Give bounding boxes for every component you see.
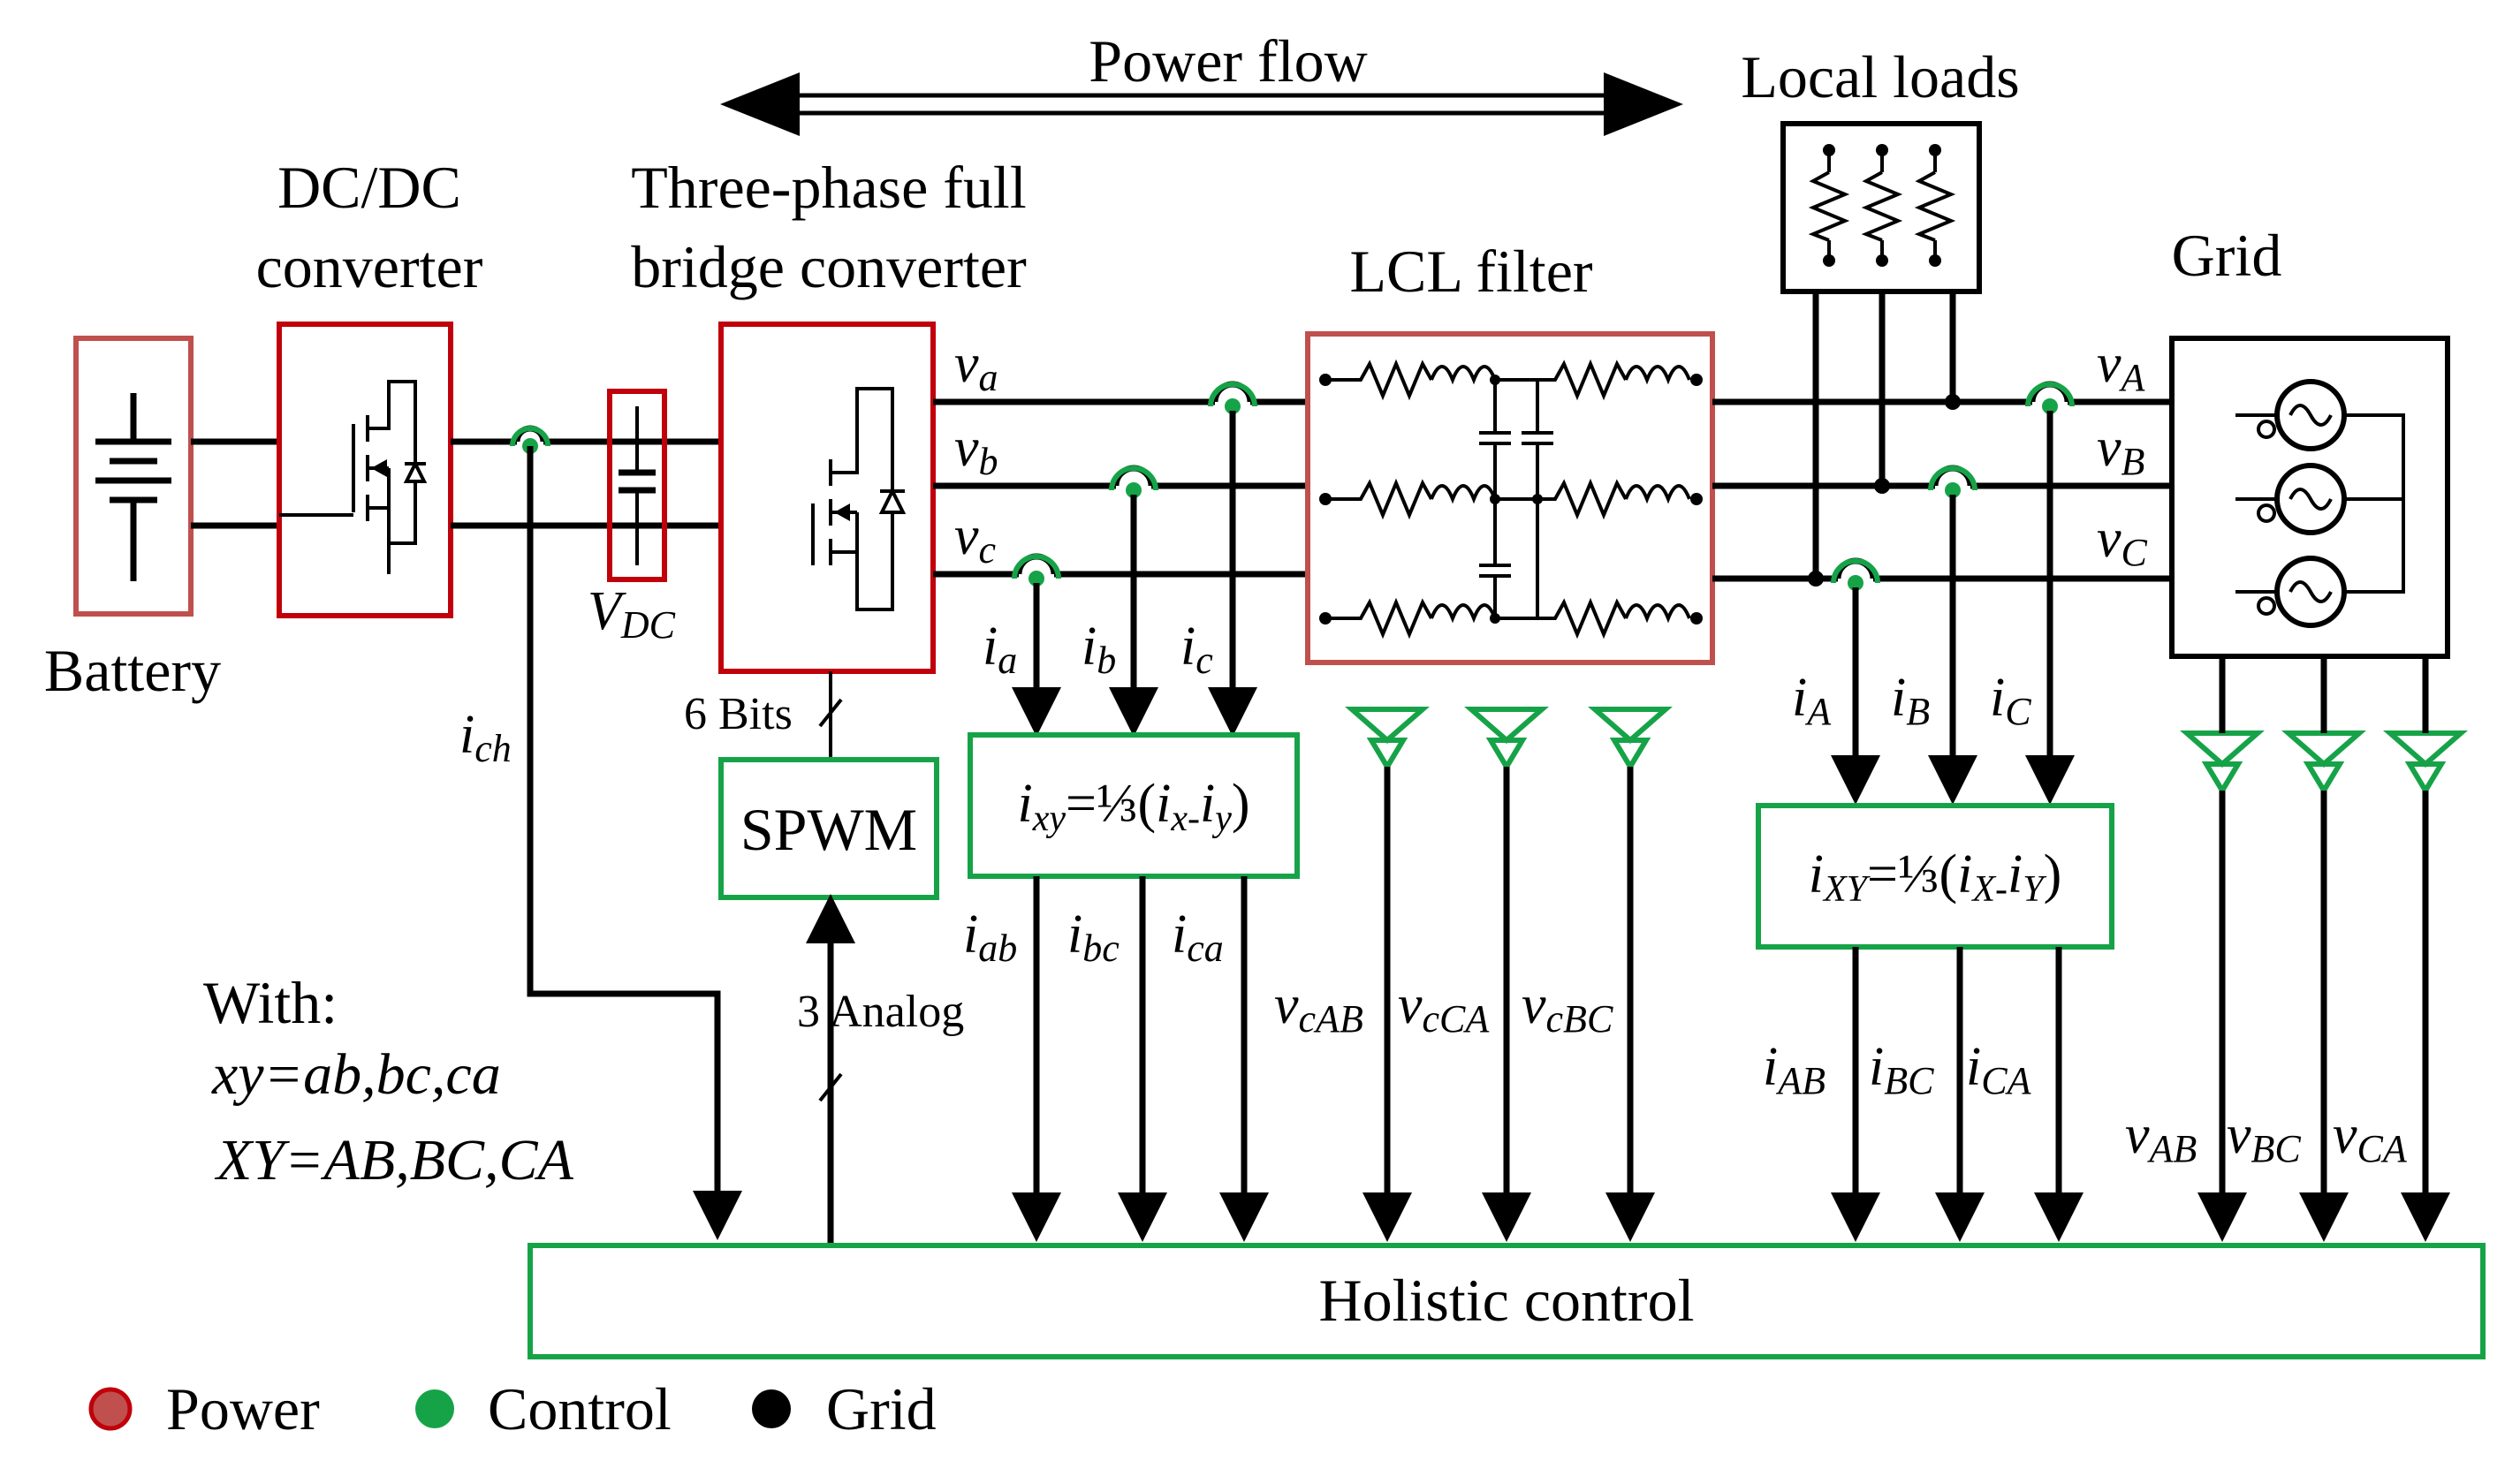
iB-label: iB bbox=[1891, 668, 1930, 733]
igbt-icon bbox=[811, 387, 907, 611]
legend-power-swatch bbox=[88, 1387, 133, 1431]
three-analog-label: 3 Analog bbox=[797, 987, 964, 1037]
tpfb-label-1: Three-phase full bbox=[631, 154, 1026, 221]
line-current-calc-grid bbox=[1756, 803, 2114, 950]
lcl-filter-label: LCL filter bbox=[1349, 238, 1592, 305]
spwm-label: SPWM bbox=[740, 796, 917, 863]
battery-box bbox=[73, 336, 194, 617]
legend-control-label: Control bbox=[488, 1375, 672, 1442]
with-label: With: bbox=[203, 969, 338, 1036]
ib-label: ib bbox=[1082, 617, 1116, 682]
ich-label: ich bbox=[459, 705, 512, 770]
legend: Power Control Grid bbox=[88, 1375, 937, 1442]
capacitor-icon bbox=[619, 406, 656, 565]
battery-icon bbox=[95, 393, 171, 581]
ac-sources-icon bbox=[2235, 379, 2405, 628]
vc-label: vc bbox=[954, 506, 997, 572]
vA-label: vA bbox=[2097, 334, 2146, 399]
holistic-control-label: Holistic control bbox=[1319, 1267, 1695, 1334]
grid-voltage-sensors bbox=[2180, 730, 2468, 796]
XY-definition: XY=AB,BC,CA bbox=[214, 1128, 574, 1192]
ic-label: ic bbox=[1180, 617, 1213, 682]
va-label: va bbox=[954, 334, 998, 399]
power-flow-label: Power flow bbox=[1089, 27, 1367, 95]
legend-grid-label: Grid bbox=[826, 1375, 937, 1442]
legend-power-label: Power bbox=[166, 1375, 320, 1442]
lcl-network bbox=[1319, 359, 1703, 640]
power-flow-arrow bbox=[720, 72, 1683, 136]
vCA-label: vCA bbox=[2333, 1105, 2408, 1170]
dcdc-converter-box bbox=[277, 322, 453, 618]
legend-grid-swatch bbox=[752, 1389, 791, 1428]
dc-link-capacitor-box bbox=[607, 389, 667, 582]
formula-grid: iXY=⅓(iX-iY) bbox=[1809, 844, 2062, 910]
iC-label: iC bbox=[1990, 668, 2031, 733]
full-bridge-converter-box bbox=[718, 322, 936, 674]
grid-box bbox=[2169, 336, 2450, 659]
iBC-label: iBC bbox=[1869, 1037, 1934, 1102]
vAB-label: vAB bbox=[2125, 1105, 2197, 1170]
six-bits-label: 6 Bits bbox=[684, 689, 793, 739]
vcbc-label: vcBC bbox=[1522, 975, 1613, 1041]
legend-control-swatch bbox=[415, 1389, 454, 1428]
line-current-calc-inverter bbox=[968, 732, 1300, 879]
mosfet-icon bbox=[279, 380, 428, 574]
vC-label: vC bbox=[2097, 509, 2148, 574]
phase-lines-grid bbox=[1712, 381, 2172, 582]
local-loads-label: Local loads bbox=[1741, 43, 2019, 110]
formula-inverter: ixy=⅓(ix-iy) bbox=[1017, 774, 1249, 839]
ica-label: ica bbox=[1172, 905, 1224, 970]
xy-definition: xy=ab,bc,ca bbox=[211, 1042, 501, 1107]
holistic-control-box bbox=[528, 1243, 2486, 1359]
ia-label: ia bbox=[983, 617, 1017, 682]
vB-label: vB bbox=[2097, 418, 2144, 483]
vBC-label: vBC bbox=[2227, 1105, 2301, 1170]
iA-label: iA bbox=[1792, 668, 1832, 733]
ibc-label: ibc bbox=[1067, 905, 1120, 970]
grid-label: Grid bbox=[2172, 222, 2282, 289]
load-resistors-icon bbox=[1808, 144, 1956, 267]
lcl-filter-box bbox=[1305, 331, 1715, 665]
vcab-label: vcAB bbox=[1274, 975, 1363, 1041]
iab-label: iab bbox=[963, 905, 1017, 970]
vcca-label: vcCA bbox=[1398, 975, 1490, 1041]
vdc-label: VDC bbox=[588, 581, 676, 647]
iAB-label: iAB bbox=[1763, 1037, 1825, 1102]
vb-label: vb bbox=[954, 418, 998, 483]
tpfb-label-2: bridge converter bbox=[631, 233, 1027, 300]
inverter-current-sensors bbox=[1012, 382, 1257, 587]
iCA-label: iCA bbox=[1966, 1037, 2032, 1102]
grid-current-sensors bbox=[1831, 382, 2075, 591]
cap-voltage-sensors bbox=[1345, 707, 1673, 772]
dcdc-label-1: DC/DC bbox=[277, 154, 461, 221]
battery-label: Battery bbox=[44, 637, 221, 704]
dcdc-label-2: converter bbox=[256, 233, 483, 300]
